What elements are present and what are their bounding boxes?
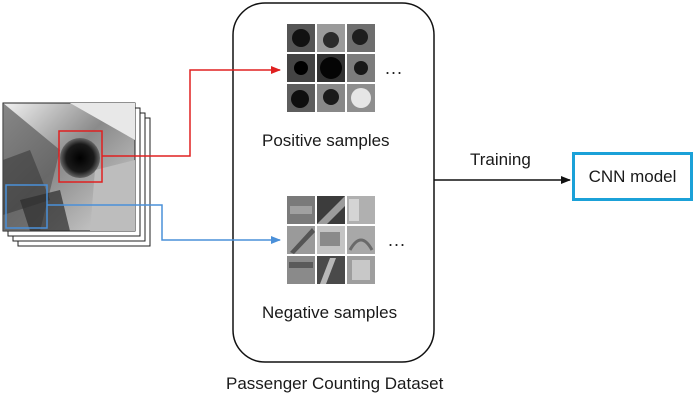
positive-samples-label: Positive samples: [262, 131, 390, 150]
input-frame-stack: [2, 102, 151, 247]
negative-samples-label: Negative samples: [262, 303, 398, 322]
cnn-model-label: CNN model: [588, 166, 677, 186]
dataset-container: [232, 2, 435, 363]
dataset-label: Passenger Counting Dataset: [226, 374, 444, 393]
positive-arrow: [102, 66, 281, 157]
negative-arrow: [47, 204, 281, 244]
negative-ellipsis: ...: [388, 230, 407, 250]
positive-sample-grid: [287, 24, 375, 112]
cnn-model-box: CNN model: [572, 152, 693, 201]
input-frame-front: [2, 102, 136, 232]
positive-ellipsis: ...: [385, 58, 404, 78]
negative-sample-thumb: [287, 256, 315, 284]
negative-sample-grid: [287, 196, 375, 284]
training-label: Training: [470, 150, 531, 169]
negative-region-box: [5, 184, 48, 229]
